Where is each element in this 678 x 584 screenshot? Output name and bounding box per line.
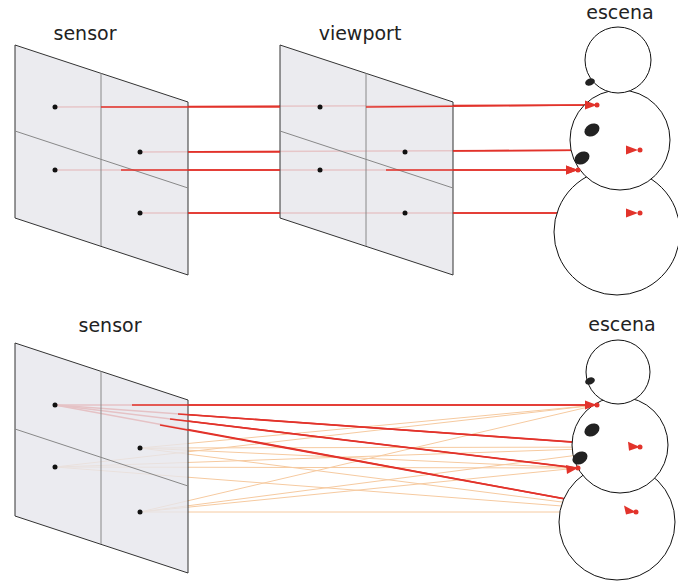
snowman-top	[554, 27, 678, 295]
part-label: sensor	[54, 22, 117, 45]
sensor-panel-bottom	[15, 343, 188, 573]
pixel-dots-top	[53, 105, 408, 216]
snowman-bottom	[559, 340, 675, 580]
viewport-panel	[280, 45, 453, 275]
pixel-dots-bottom	[53, 403, 143, 515]
rays-bottom-visible	[132, 405, 630, 510]
hit-points-bottom	[566, 401, 643, 515]
hit-points-top	[576, 103, 643, 216]
sensor-panel-top	[15, 45, 188, 275]
part-label: escena	[586, 1, 653, 24]
arrowheads-top-front	[566, 101, 638, 218]
part-label: sensor	[79, 314, 142, 337]
part-label: viewport	[319, 22, 402, 45]
rays-top-visible	[101, 105, 628, 213]
part-label: escena	[588, 313, 655, 336]
